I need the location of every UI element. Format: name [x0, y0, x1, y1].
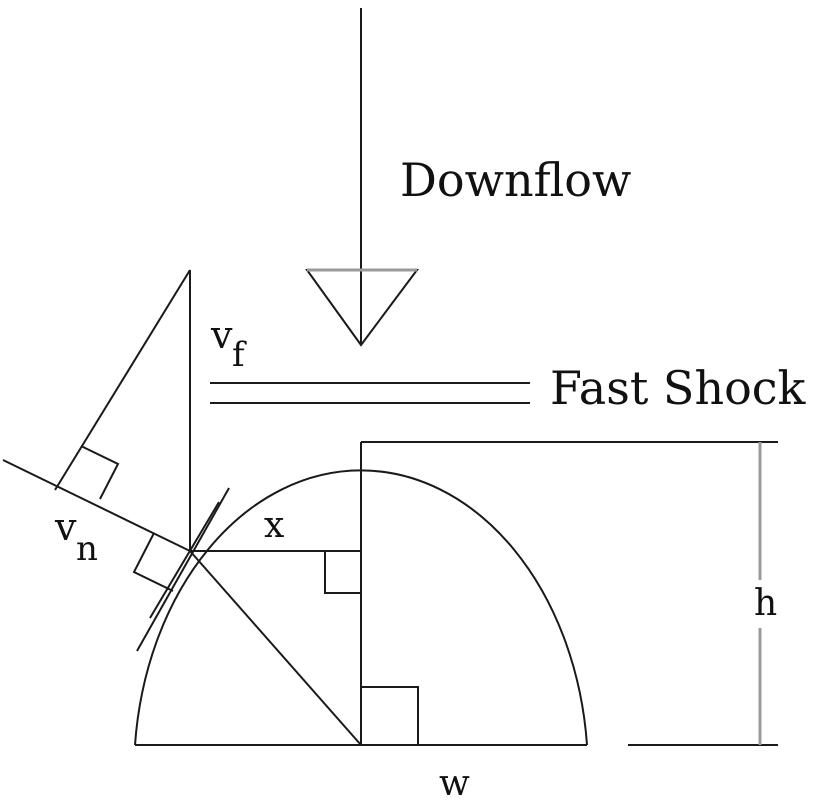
downflow-label: Downflow [400, 153, 631, 207]
right-angle-marker-vn-top [80, 445, 120, 500]
right-angle-marker-vn-p [132, 532, 174, 592]
right-angle-marker-x [324, 551, 361, 594]
tangent-line-a [136, 487, 230, 652]
fast-shock-label: Fast Shock [550, 361, 807, 415]
velocity-triangle-hypotenuse [54, 269, 191, 491]
normal-line [189, 550, 362, 746]
w-label: w [439, 763, 470, 801]
vn-label-base: v [54, 505, 77, 549]
vf-label-subscript: f [232, 335, 247, 375]
h-label: h [754, 583, 777, 624]
vf-label-base: v [210, 313, 233, 357]
vn-label-subscript: n [76, 529, 98, 569]
tangent-line-b [149, 501, 220, 619]
right-angle-marker-base [361, 686, 419, 745]
vn-line [2, 459, 191, 552]
x-label: x [264, 505, 284, 546]
